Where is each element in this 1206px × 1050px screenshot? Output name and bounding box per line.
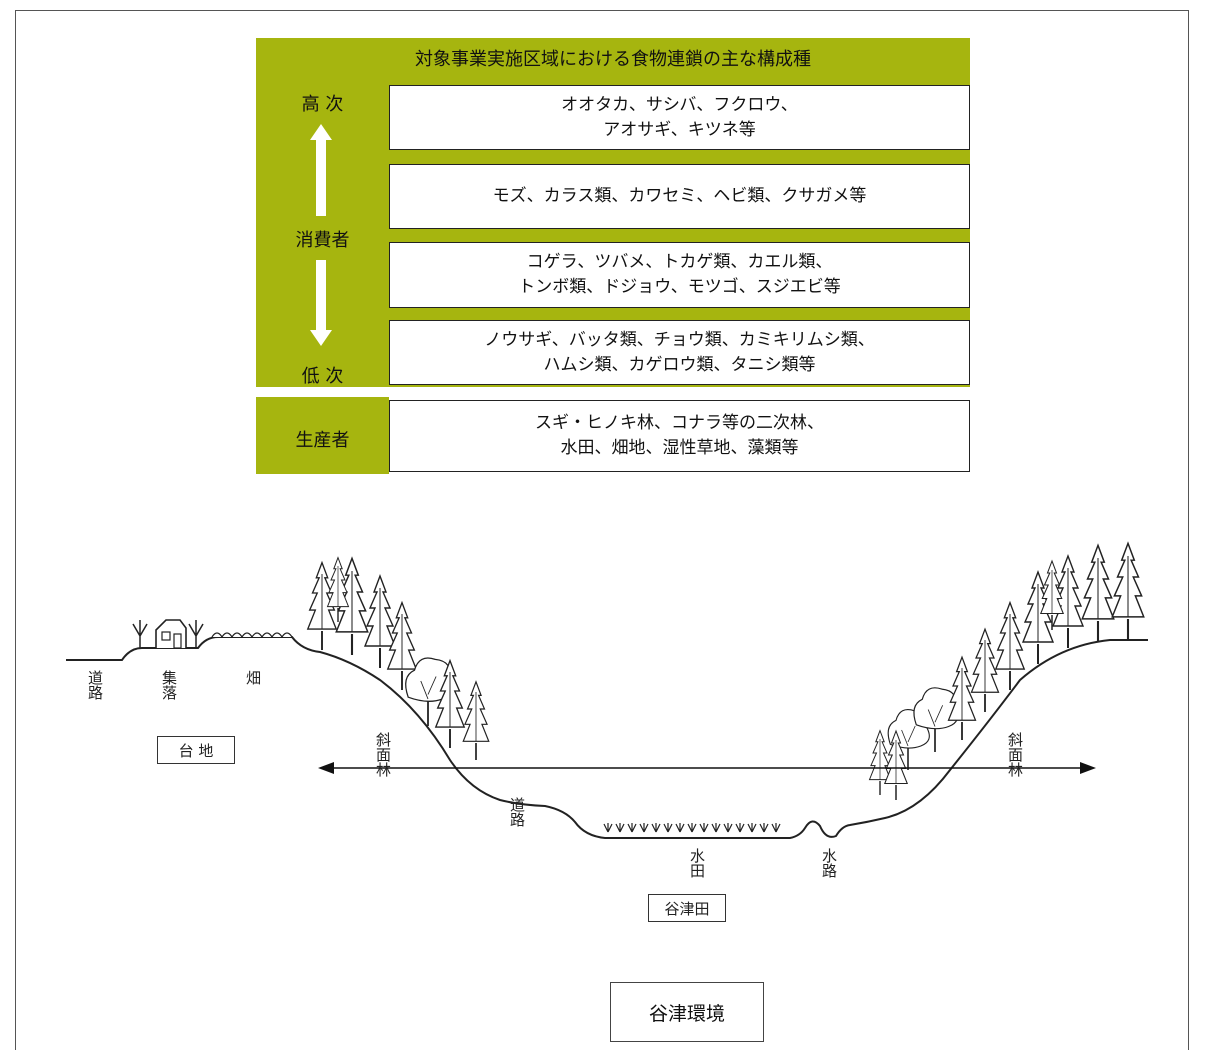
label-settlement: 集落 [160, 670, 178, 700]
level-consumer-label: 消費者 [295, 230, 350, 251]
house-icon [132, 619, 204, 649]
label-plateau: 台 地 [157, 736, 235, 764]
label-road-left: 道路 [86, 670, 104, 700]
producer-band [256, 397, 389, 474]
arrow-up-icon [310, 124, 332, 216]
food-chain-row-4: ノウサギ、バッタ類、チョウ類、カミキリムシ類、 ハムシ類、カゲロウ類、タニシ類等 [389, 320, 970, 385]
rice-paddy-icon [603, 822, 781, 833]
food-chain-row-5: スギ・ヒノキ林、コナラ等の二次林、 水田、畑地、湿性草地、藻類等 [389, 400, 970, 472]
label-slope-forest-right: 斜面林 [1006, 732, 1024, 777]
level-low-label: 低 次 [301, 366, 344, 387]
food-chain-row-1: オオタカ、サシバ、フクロウ、 アオサギ、キツネ等 [389, 85, 970, 150]
label-yatsuda: 谷津田 [648, 894, 726, 922]
label-slope-forest-left: 斜面林 [374, 732, 392, 777]
food-chain-title: 対象事業実施区域における食物連鎖の主な構成種 [415, 49, 811, 70]
food-chain-table: 対象事業実施区域における食物連鎖の主な構成種 高 次 消費者 低 次 生産者 オ… [256, 38, 970, 474]
field-crops-icon [211, 632, 293, 639]
food-chain-row-3: コゲラ、ツバメ、トカゲ類、カエル類、 トンボ類、ドジョウ、モツゴ、スジエビ等 [389, 242, 970, 308]
food-chain-row-2: モズ、カラス類、カワセミ、ヘビ類、クサガメ等 [389, 164, 970, 229]
arrow-down-icon [310, 260, 332, 346]
level-high-label: 高 次 [301, 94, 344, 115]
label-paddy: 水田 [688, 848, 706, 878]
label-road-valley: 道路 [508, 797, 526, 827]
level-producer-label: 生産者 [295, 430, 350, 451]
yatsu-extent-arrow [318, 762, 1096, 774]
left-slope-forest [306, 556, 490, 761]
figure-frame [15, 10, 1189, 1050]
label-field: 畑 [244, 670, 262, 685]
label-waterway: 水路 [820, 848, 838, 878]
environment-label-box: 谷津環境 [610, 982, 764, 1042]
